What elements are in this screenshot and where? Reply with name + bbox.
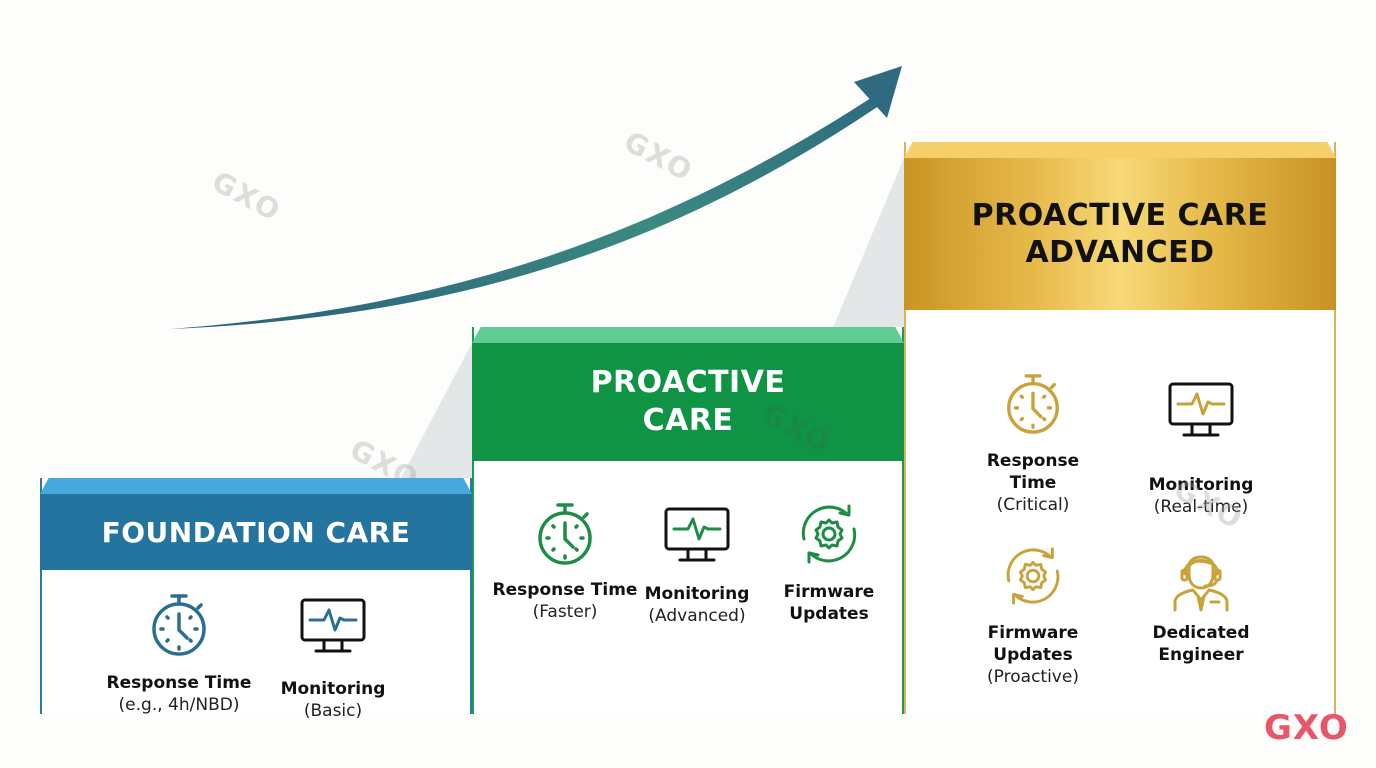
tier-title-line: PROACTIVE — [590, 365, 786, 400]
tier-features: Response Time (Critical) Monitoring (Rea… — [906, 310, 1334, 714]
feature-sublabel: (Real-time) — [1153, 497, 1249, 517]
feature-firmware-updates: Firmware Updates (Proactive) — [968, 544, 1098, 688]
tier-title: PROACTIVE CARE — [472, 343, 904, 461]
feature-label: Firmware — [783, 582, 875, 602]
feature-label: Response Time — [106, 673, 252, 693]
gear-refresh-icon — [801, 504, 857, 564]
monitor-pulse-icon — [1168, 382, 1234, 437]
feature-response-time: Response Time (e.g., 4h/NBD) — [104, 592, 254, 716]
gear-refresh-icon — [1006, 547, 1060, 605]
feature-sublabel: (Faster) — [532, 602, 598, 622]
feature-sublabel: (e.g., 4h/NBD) — [118, 695, 240, 715]
tier-top-face — [904, 142, 1336, 158]
feature-label: Response — [986, 451, 1080, 471]
tier-title-line: ADVANCED — [1025, 235, 1215, 270]
monitor-pulse-icon — [300, 598, 366, 653]
tier-foundation-care: FOUNDATION CARE Response Time (e.g., 4h/… — [40, 478, 472, 721]
feature-label: Monitoring — [644, 584, 750, 604]
feature-monitoring: Monitoring (Advanced) — [632, 507, 762, 627]
brand-logo: GXO — [1264, 708, 1349, 748]
feature-monitoring: Monitoring (Basic) — [268, 598, 398, 722]
tier-title-line: FOUNDATION CARE — [101, 515, 411, 549]
feature-sublabel: (Basic) — [303, 701, 363, 721]
support-engineer-icon — [1173, 555, 1229, 612]
feature-monitoring: Monitoring (Real-time) — [1136, 382, 1266, 518]
feature-sublabel: (Critical) — [996, 495, 1070, 515]
stopwatch-icon — [538, 503, 592, 565]
feature-dedicated-engineer: Dedicated Engineer — [1136, 544, 1266, 666]
tier-title-line: CARE — [642, 403, 734, 438]
tier-title-line: PROACTIVE CARE — [971, 198, 1269, 233]
feature-label-line2: Engineer — [1158, 645, 1244, 665]
feature-sublabel: (Proactive) — [987, 667, 1079, 687]
tier-top-face — [40, 478, 472, 494]
feature-response-time: Response Time (Critical) — [968, 372, 1098, 516]
tier-top-face — [472, 327, 904, 343]
tier-title: PROACTIVE CARE ADVANCED — [904, 158, 1336, 310]
feature-label-line2: Updates — [789, 604, 869, 624]
stopwatch-icon — [152, 594, 206, 656]
feature-label: Firmware — [987, 623, 1079, 643]
tier-proactive-care-advanced: PROACTIVE CARE ADVANCED Response Time (C… — [904, 142, 1336, 714]
monitor-pulse-icon — [664, 507, 730, 562]
feature-label: Monitoring — [280, 679, 386, 699]
tier-features: Response Time (Faster) Monitoring (Advan… — [474, 461, 902, 714]
feature-label: Response Time — [492, 580, 638, 600]
feature-response-time: Response Time (Faster) — [490, 501, 640, 623]
feature-label-line2: Updates — [993, 645, 1073, 665]
feature-label: Dedicated — [1152, 623, 1250, 643]
feature-label-line2: Time — [1009, 473, 1057, 493]
feature-firmware-updates: Firmware Updates — [764, 501, 894, 625]
stopwatch-icon — [1007, 374, 1059, 434]
feature-sublabel: (Advanced) — [648, 606, 746, 626]
tier-features: Response Time (e.g., 4h/NBD) Monitoring … — [42, 570, 470, 721]
tier-proactive-care: PROACTIVE CARE Response Time (Faster) Mo… — [472, 327, 904, 714]
tier-title: FOUNDATION CARE — [40, 494, 472, 570]
feature-label: Monitoring — [1148, 475, 1254, 495]
